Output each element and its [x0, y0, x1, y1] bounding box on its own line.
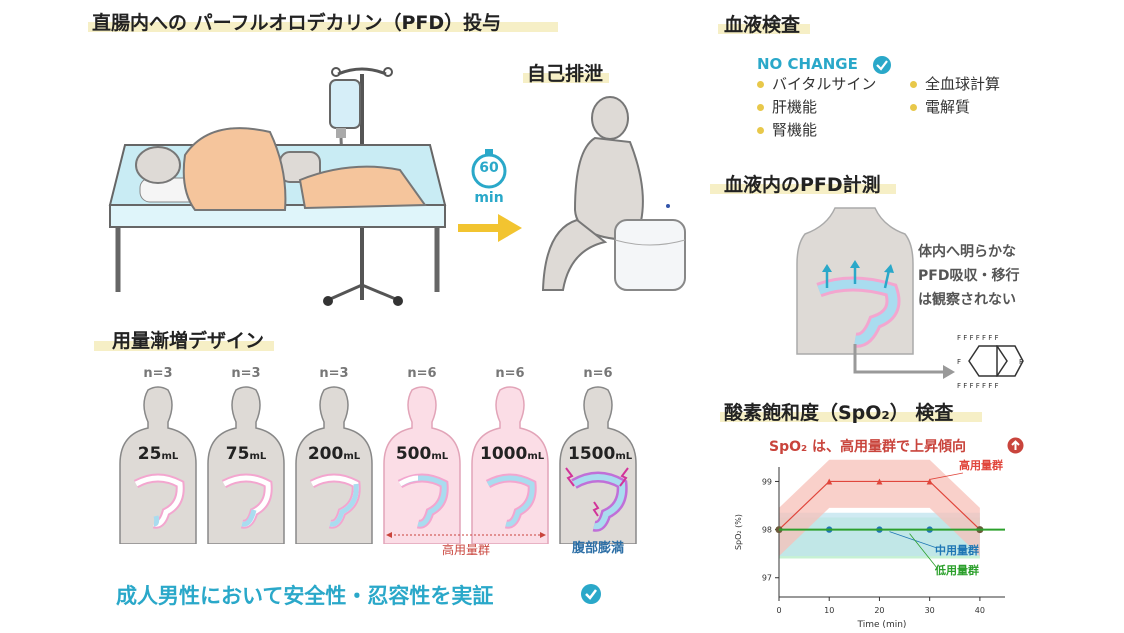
- body-figure-high: [471, 386, 549, 544]
- check-circle-icon: [873, 56, 891, 74]
- n-count: n=3: [231, 366, 261, 381]
- body-figure: [119, 386, 197, 544]
- timer-value: 60: [479, 160, 499, 176]
- blood-test-title-wrap: 血液検査: [718, 10, 810, 37]
- dose-label: 200mL: [307, 444, 361, 464]
- list-item: 電解質: [910, 96, 1000, 119]
- y-axis-label: SpO₂ (%): [734, 514, 743, 550]
- dose-design-title: 用量漸増デザイン: [112, 330, 265, 352]
- seated-person-illustration: [541, 96, 686, 291]
- y-tick-label: 97: [762, 574, 772, 583]
- x-tick-label: 30: [925, 606, 935, 615]
- n-count: n=6: [407, 366, 437, 381]
- pfd-measure-title: 血液内のPFD計測: [724, 174, 881, 196]
- dose-label: 75mL: [225, 444, 267, 464]
- n-count: n=6: [495, 366, 525, 381]
- label-leader: [929, 472, 964, 480]
- series-label: 中用量群: [935, 543, 979, 557]
- list-item: 腎機能: [757, 119, 876, 142]
- spo2-note: SpO₂ は、高用量群で上昇傾向: [769, 439, 967, 455]
- blood-test-list-right: 全血球計算 電解質: [910, 73, 1000, 119]
- label-leader: [909, 533, 938, 569]
- blood-test-title: 血液検査: [724, 14, 801, 36]
- dose-label: 1500mL: [568, 444, 633, 464]
- dose-label: 500mL: [395, 444, 449, 464]
- data-point: [826, 478, 833, 485]
- y-tick-label: 99: [762, 477, 772, 486]
- x-axis-label: Time (min): [857, 620, 907, 630]
- self-excretion-title-wrap: 自己排泄: [523, 59, 609, 86]
- list-item: バイタルサイン: [757, 73, 876, 96]
- spo2-title: 酸素飽和度（SpO₂） 検査: [724, 402, 954, 424]
- bloating-label: 腹部膨満: [571, 541, 624, 556]
- bullet-icon: [757, 81, 764, 88]
- x-tick-label: 20: [874, 606, 884, 615]
- check-circle-icon: [581, 584, 601, 604]
- pfd-molecule-icon: F F F F F F F F F F F F F F F F: [957, 334, 1024, 390]
- y-tick-label: 98: [762, 526, 772, 535]
- body-figure: [207, 386, 285, 544]
- conclusion-text: 成人男性において安全性・忍容性を実証: [116, 584, 494, 608]
- svg-text:F: F: [957, 358, 961, 366]
- bullet-icon: [757, 127, 764, 134]
- self-excretion-title: 自己排泄: [527, 63, 604, 85]
- x-tick-label: 0: [776, 606, 781, 615]
- dose-label: 25mL: [137, 444, 179, 464]
- series-label: 低用量群: [934, 563, 979, 577]
- bullet-icon: [910, 81, 917, 88]
- label-leader: [889, 531, 938, 549]
- pfd-measure-title-wrap: 血液内のPFD計測: [710, 170, 896, 197]
- list-item: 全血球計算: [910, 73, 1000, 96]
- svg-text:F F F F F F F: F F F F F F F: [957, 382, 999, 390]
- data-point: [876, 478, 883, 485]
- timer-unit: min: [474, 190, 504, 206]
- svg-text:F F F F F F F: F F F F F F F: [957, 334, 999, 342]
- no-change-label: NO CHANGE: [757, 55, 858, 73]
- x-tick-label: 40: [975, 606, 985, 615]
- n-count: n=3: [319, 366, 349, 381]
- torso-pfd-illustration: [796, 207, 955, 379]
- arrow-up-circle-icon: [1007, 437, 1024, 454]
- svg-text:F: F: [1019, 358, 1023, 366]
- arrow-right-icon: [458, 214, 522, 242]
- body-figure-high: [383, 386, 461, 544]
- patient-bed-illustration: [108, 67, 447, 306]
- main-title: 直腸内への パーフルオロデカリン（PFD）投与: [92, 12, 502, 34]
- list-item: 肝機能: [757, 96, 876, 119]
- n-count: n=6: [583, 366, 613, 381]
- body-figure-bloated: [559, 386, 637, 544]
- high-group-label: 高用量群: [441, 543, 490, 557]
- bullet-icon: [910, 104, 917, 111]
- dose-design-title-wrap: 用量漸増デザイン: [94, 326, 274, 353]
- dose-label: 1000mL: [480, 444, 545, 464]
- body-figure: [295, 386, 373, 544]
- blood-test-list-left: バイタルサイン 肝機能 腎機能: [757, 73, 876, 142]
- n-count: n=3: [143, 366, 173, 381]
- stopwatch-icon: [471, 149, 507, 189]
- series-label: 高用量群: [959, 458, 1003, 472]
- high-group-bracket: [386, 532, 546, 538]
- x-tick-label: 10: [824, 606, 834, 615]
- data-point: [926, 478, 933, 485]
- bullet-icon: [757, 104, 764, 111]
- pfd-note: 体内へ明らかな PFD吸収・移行 は観察されない: [918, 244, 1020, 308]
- spo2-title-wrap: 酸素飽和度（SpO₂） 検査: [720, 398, 982, 425]
- main-title-wrap: 直腸内への パーフルオロデカリン（PFD）投与: [88, 8, 558, 35]
